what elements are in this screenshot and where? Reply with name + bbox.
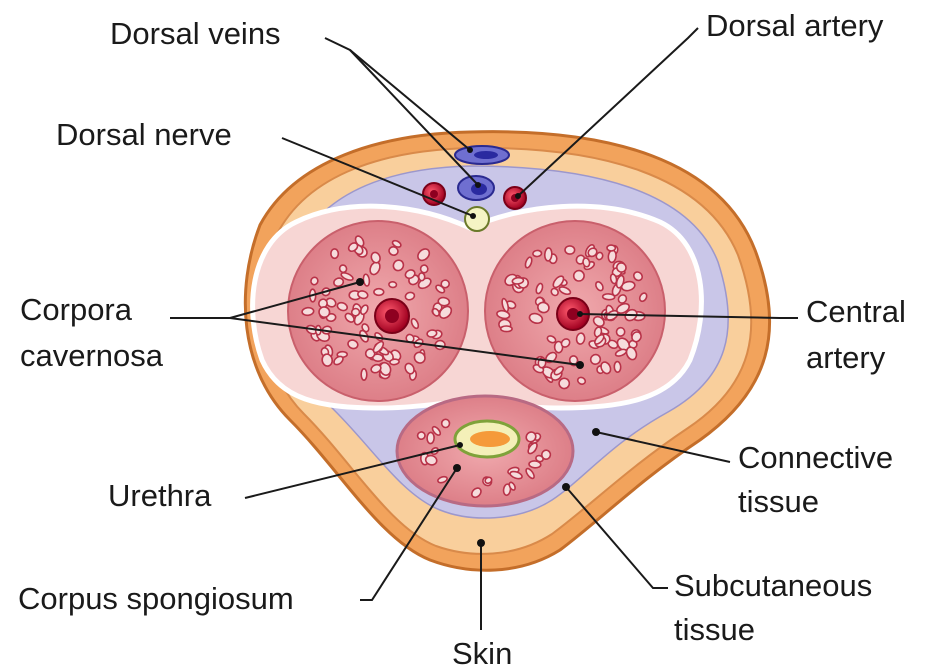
trabecular-space [501, 326, 512, 332]
dorsal-nerve-icon [465, 207, 489, 231]
dot-corpora-right [576, 361, 584, 369]
label-urethra: Urethra [108, 478, 212, 513]
dot-skin [477, 539, 485, 547]
trabecular-space [512, 277, 524, 285]
trabecular-space [614, 361, 621, 372]
trabecular-space [608, 250, 617, 263]
trabecular-space [441, 419, 449, 428]
dot-dorsal-nerve [470, 213, 476, 219]
trabecular-space [533, 250, 542, 257]
trabecular-space [361, 369, 367, 380]
trabecular-space [331, 249, 339, 259]
dot-corpus-spongiosum [453, 464, 461, 472]
trabecular-space [302, 307, 314, 316]
dot-corpora-left [356, 278, 364, 286]
trabecular-space [419, 273, 425, 281]
trabecular-space [603, 294, 615, 300]
trabecular-space [565, 246, 575, 254]
label-corpus-spongiosum: Corpus spongiosum [18, 581, 294, 616]
label-skin: Skin [452, 636, 512, 668]
central-artery-left-lumen [385, 309, 399, 323]
label-central-artery-line2: artery [806, 340, 886, 375]
trabecular-space [573, 270, 584, 281]
trabecular-space [544, 248, 552, 261]
trabecular-space [351, 308, 360, 316]
dot-central-artery [577, 311, 583, 317]
trabecular-space [390, 359, 400, 365]
trabecular-space [389, 282, 397, 288]
dorsal-artery-left-lumen [430, 190, 438, 198]
label-connective-tissue-line1: Connective [738, 440, 893, 475]
dot-dorsal-artery [515, 193, 521, 199]
dot-urethra [457, 442, 463, 448]
trabecular-space [427, 432, 434, 443]
urethra-lumen [470, 431, 510, 447]
dot-dorsal-vein-superficial [467, 147, 473, 153]
label-connective-tissue-line2: tissue [738, 484, 819, 519]
dot-dorsal-vein-deep [475, 182, 481, 188]
label-subcutaneous-tissue-line1: Subcutaneous [674, 568, 872, 603]
label-dorsal-nerve: Dorsal nerve [56, 117, 232, 152]
label-dorsal-veins: Dorsal veins [110, 16, 281, 51]
dot-subcutaneous-tissue [562, 483, 570, 491]
trabecular-space [529, 461, 541, 469]
dot-connective-tissue [592, 428, 600, 436]
trabecular-space [607, 245, 616, 251]
trabecular-space [374, 289, 384, 296]
trabecular-space [427, 329, 438, 337]
label-subcutaneous-tissue-line2: tissue [674, 612, 755, 647]
label-corpora-cavernosa-line2: cavernosa [20, 338, 164, 373]
trabecular-space [420, 265, 428, 273]
label-central-artery-line1: Central [806, 294, 906, 329]
label-dorsal-artery: Dorsal artery [706, 8, 884, 43]
label-corpora-cavernosa-line1: Corpora [20, 292, 133, 327]
superficial-dorsal-vein-lumen [474, 151, 498, 159]
